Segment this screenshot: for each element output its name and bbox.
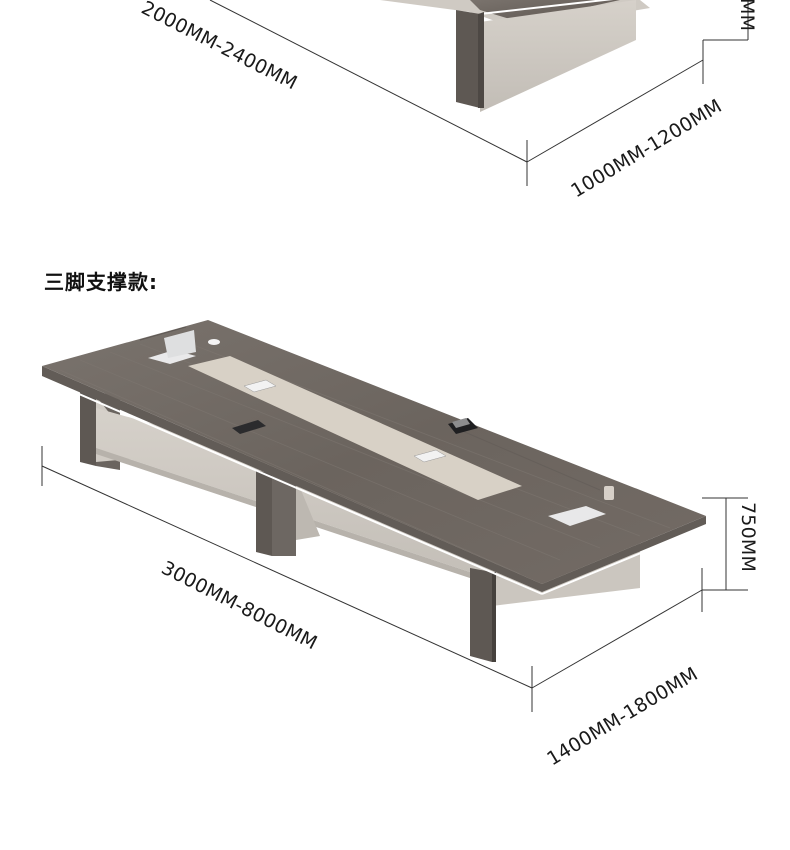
top-dimension-lines (209, 0, 749, 186)
bottom-length-label: 3000MM-8000MM (158, 557, 321, 655)
top-width-label: 1000MM-1200MM (567, 95, 726, 202)
bottom-dimension-lines (41, 446, 748, 712)
bottom-height-label: 750MM (737, 502, 759, 572)
top-table-image (380, 0, 650, 112)
bottom-width-label: 1400MM-1800MM (543, 663, 702, 770)
section-title: 三脚支撑款: (44, 270, 158, 294)
conference-table-image (41, 320, 707, 662)
top-length-label: 2000MM-2400MM (138, 0, 301, 94)
top-height-label-partial: MM (736, 0, 758, 31)
